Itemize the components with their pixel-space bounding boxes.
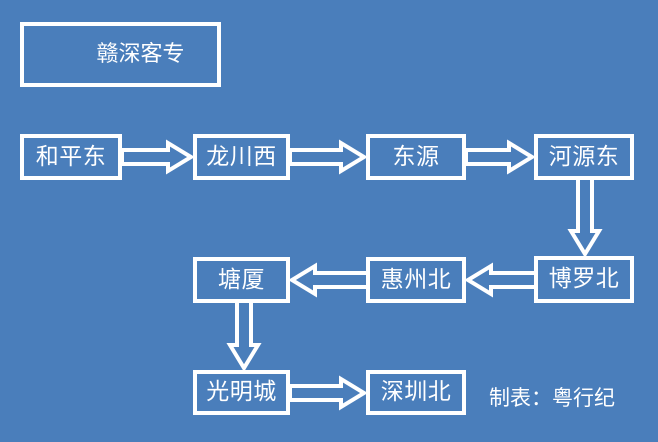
page-title: 赣深客专 bbox=[96, 41, 185, 67]
node-label: 惠州北 bbox=[380, 266, 452, 293]
arrow-dongyuan-to-heyuandong bbox=[464, 139, 536, 175]
node-label: 东源 bbox=[392, 143, 440, 170]
node-longchuanxi[interactable]: 龙川西 bbox=[193, 134, 290, 180]
node-huizhoubei[interactable]: 惠州北 bbox=[366, 257, 466, 303]
node-dongyuan[interactable]: 东源 bbox=[366, 134, 466, 180]
node-boluobei[interactable]: 博罗北 bbox=[534, 256, 634, 303]
diagram-title-box: 赣深客专 bbox=[20, 22, 221, 87]
node-label: 和平东 bbox=[35, 143, 107, 170]
node-heyuandong[interactable]: 河源东 bbox=[534, 134, 634, 180]
arrow-hepingdong-to-longchuanxi bbox=[120, 139, 195, 175]
arrow-longchuanxi-to-dongyuan bbox=[288, 139, 368, 175]
node-label: 光明城 bbox=[206, 379, 277, 405]
node-label: 塘厦 bbox=[218, 266, 265, 293]
arrow-guangmingcheng-to-shenzhenbei bbox=[288, 375, 368, 411]
credit-text: 制表：粤行纪 bbox=[489, 386, 615, 410]
arrow-heyuandong-to-boluobei bbox=[567, 180, 603, 258]
arrow-boluobei-to-huizhoubei bbox=[464, 262, 534, 298]
node-label: 河源东 bbox=[548, 143, 620, 170]
node-guangmingcheng[interactable]: 光明城 bbox=[193, 370, 290, 415]
node-label: 博罗北 bbox=[548, 266, 620, 292]
arrow-huizhoubei-to-tangxia bbox=[288, 262, 366, 298]
node-label: 龙川西 bbox=[206, 143, 277, 170]
arrow-tangxia-to-guangmingcheng bbox=[226, 303, 262, 372]
node-shenzhenbei[interactable]: 深圳北 bbox=[366, 370, 466, 415]
node-hepingdong[interactable]: 和平东 bbox=[20, 134, 122, 180]
node-label: 深圳北 bbox=[380, 379, 452, 405]
node-tangxia[interactable]: 塘厦 bbox=[193, 257, 290, 303]
